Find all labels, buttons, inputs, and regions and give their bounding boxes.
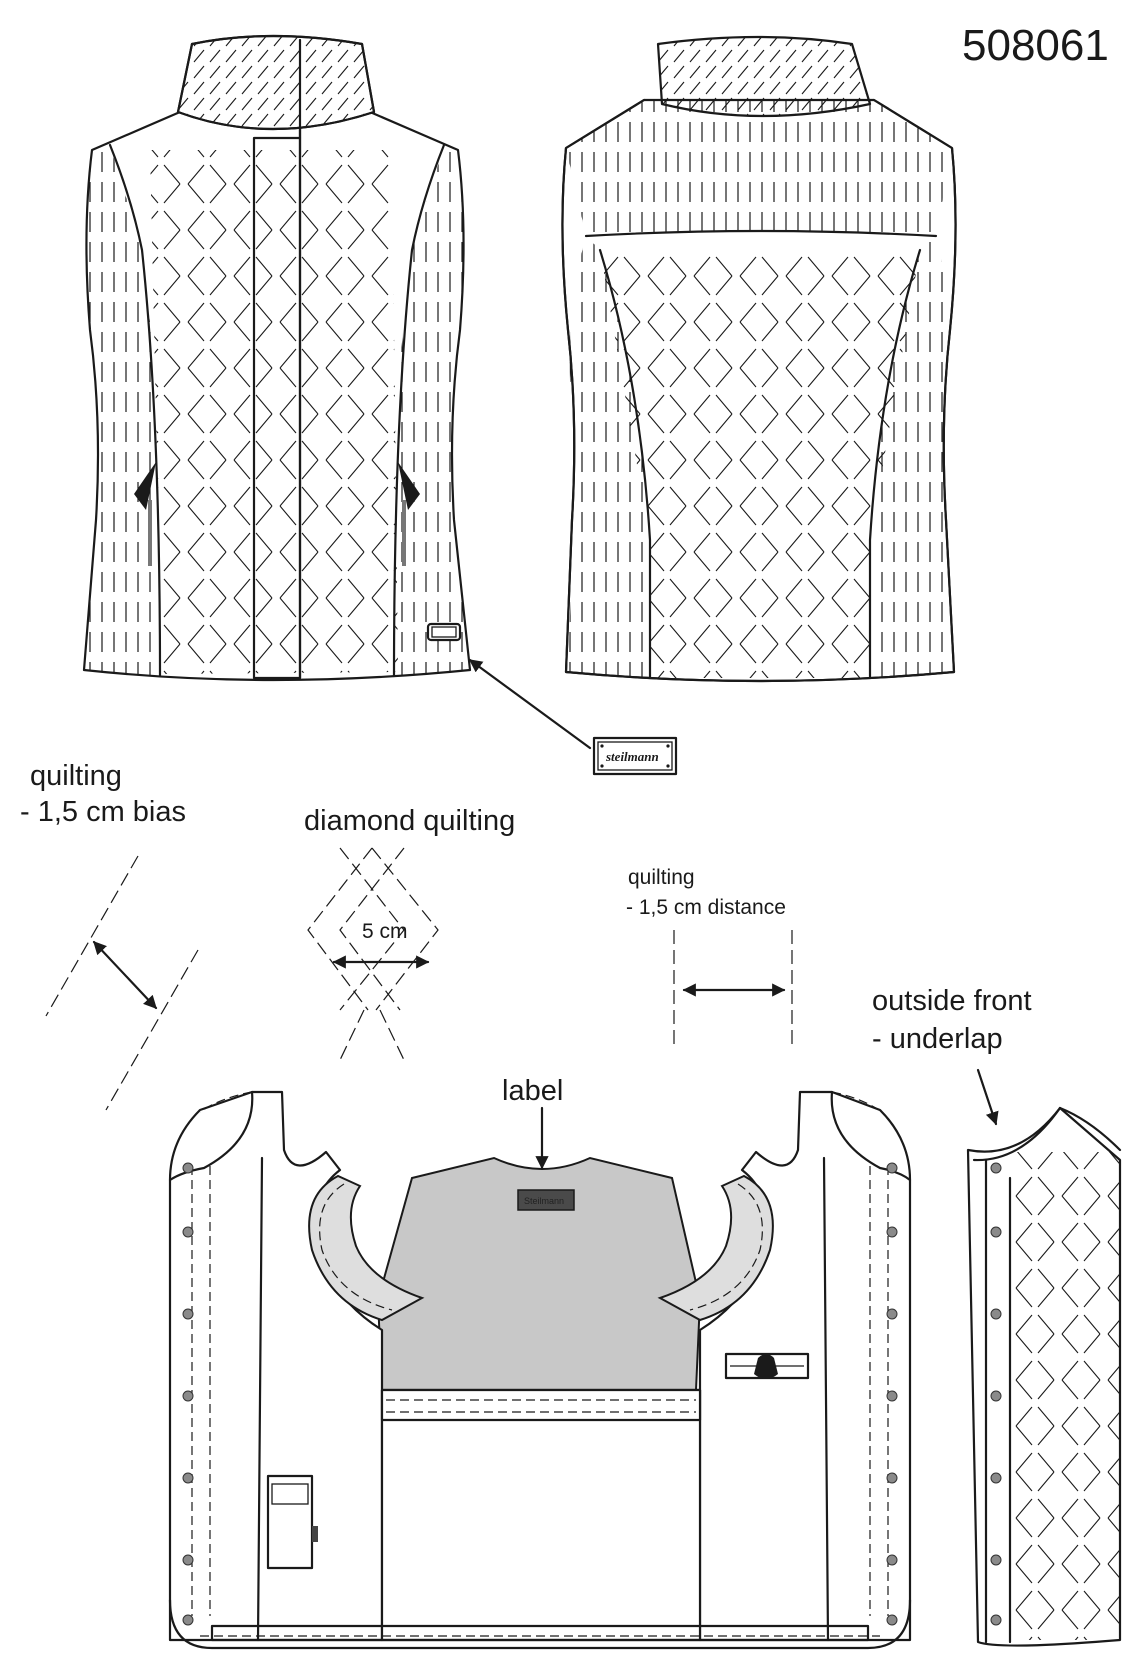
- back-collar: [656, 35, 872, 118]
- quilting-distance-line1: quilting: [628, 866, 695, 889]
- badge-callout: steilmann: [592, 736, 678, 776]
- diamond-quilting-measure: 5 cm: [362, 920, 408, 943]
- quilting-distance-line2: - 1,5 cm distance: [626, 896, 786, 919]
- badge-text: steilmann: [605, 749, 659, 764]
- inside-view: Steilmann: [168, 1090, 912, 1650]
- neck-label-text: Steilmann: [524, 1196, 564, 1206]
- armhole-binding-right: [657, 1174, 774, 1322]
- outside-front-line2: - underlap: [872, 1023, 1003, 1055]
- front-diamond-panel: [150, 150, 398, 674]
- front-badge: [426, 622, 462, 642]
- diamond-quilting-title: diamond quilting: [304, 805, 515, 837]
- back-lining-lower: [380, 1388, 702, 1642]
- back-side-panel-right: [870, 236, 952, 678]
- callout-outside-front: outside front - underlap: [872, 985, 1032, 1126]
- callout-quilting-bias: quilting - 1,5 cm bias: [20, 760, 199, 1111]
- quilting-bias-line2: - 1,5 cm bias: [20, 796, 186, 828]
- outside-front-underlap: [966, 1106, 1122, 1647]
- front-view: [82, 34, 592, 750]
- waist-band-strip: [380, 1388, 702, 1422]
- armhole-binding-left: [308, 1174, 425, 1322]
- back-yoke: [566, 100, 952, 236]
- article-number: 508061: [962, 21, 1109, 70]
- back-lining: [376, 1156, 702, 1391]
- back-view: [561, 35, 957, 683]
- callout-quilting-distance: quilting - 1,5 cm distance: [626, 866, 793, 1046]
- quilting-bias-line1: quilting: [30, 760, 122, 792]
- callout-diamond-quilting: diamond quilting 5 cm: [304, 805, 515, 1061]
- inside-pocket-left: [266, 1474, 314, 1570]
- label-callout-text: label: [502, 1075, 563, 1107]
- front-side-panel-right: [393, 145, 470, 676]
- neck-label: [517, 1189, 575, 1211]
- front-side-panel-left: [84, 145, 161, 676]
- outside-front-line1: outside front: [872, 985, 1032, 1017]
- back-side-panel-left: [568, 236, 650, 678]
- callout-label: label: [502, 1075, 563, 1170]
- back-diamond-panel: [600, 250, 920, 678]
